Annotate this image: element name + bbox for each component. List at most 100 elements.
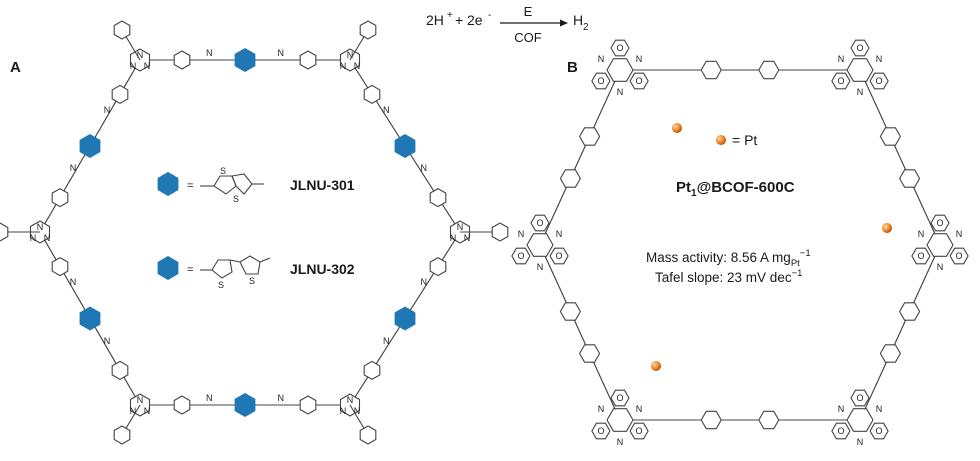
nitrogen-atom: N — [144, 61, 151, 71]
benzene-core — [926, 233, 954, 257]
catalyst-title-sub: 1 — [691, 188, 697, 199]
phenyl-ring — [173, 395, 191, 415]
oxygen-atom: O — [837, 76, 844, 86]
tafel-slope: Tafel slope: 23 mV dec−1 — [655, 268, 802, 285]
oxygen-atom: O — [597, 76, 604, 86]
mass-activity-sup: −1 — [800, 248, 811, 259]
oxazole-ring — [831, 72, 851, 90]
nitrogen-atom: N — [956, 229, 963, 239]
phenyl-ring — [429, 187, 447, 208]
oxygen-atom: O — [517, 251, 524, 261]
nitrogen-atom: N — [876, 54, 883, 64]
oxygen-atom: O — [616, 393, 623, 403]
nitrogen-atom: N — [518, 229, 525, 239]
terminal-phenyl — [359, 425, 377, 445]
oxygen-atom: O — [876, 76, 883, 86]
nitrogen-atom: N — [918, 229, 925, 239]
catalyst-title: Pt1@BCOF-600C — [676, 179, 795, 199]
biphenyl-ring — [578, 127, 601, 146]
sulfur-atom-2: S — [233, 194, 239, 204]
biphenyl-ring — [578, 344, 601, 363]
phenyl-ring — [429, 256, 447, 277]
nitrogen-atom: N — [537, 262, 544, 272]
oxazole-ring — [949, 247, 969, 265]
reactant-electrons: 2e — [467, 12, 483, 28]
imine-nitrogen: N — [70, 277, 77, 287]
bcof-framework-backbone — [539, 69, 941, 421]
oxygen-atom: O — [917, 251, 924, 261]
nitrogen-atom: N — [617, 87, 624, 97]
proton-charge: + — [447, 10, 453, 21]
oxygen-atom: O — [636, 76, 643, 86]
imine-nitrogen: N — [206, 393, 213, 403]
pt-single-atom — [651, 361, 661, 371]
biphenyl-ring — [879, 344, 902, 363]
benzene-core — [606, 408, 634, 432]
oxazole-ring — [511, 247, 531, 265]
legend-eq-1: = — [187, 180, 193, 192]
oxazole-ring — [591, 422, 611, 440]
biphenyl-ring — [758, 410, 780, 430]
oxygen-atom: O — [856, 43, 863, 53]
phenyl-ring — [51, 256, 69, 277]
nitrogen-atom: N — [464, 233, 471, 243]
pt-atom-legend-icon — [716, 135, 726, 145]
biphenyl-ring — [758, 60, 780, 80]
oxazole-ring — [850, 389, 870, 407]
nitrogen-atom: N — [636, 54, 643, 64]
blue-linker-hexagon — [234, 393, 256, 417]
oxygen-atom: O — [856, 393, 863, 403]
blue-linker-hexagon — [79, 306, 101, 331]
oxazole-ring — [911, 247, 931, 265]
benzene-core — [526, 233, 554, 257]
benzene-core — [846, 408, 874, 432]
panel-b-label: B — [567, 59, 578, 76]
oxygen-atom: O — [636, 426, 643, 436]
bcof-framework-outline — [539, 69, 941, 421]
nitrogen-atom: N — [617, 437, 624, 447]
oxygen-atom: O — [876, 426, 883, 436]
imine-nitrogen: N — [420, 277, 427, 287]
nitrogen-atom: N — [137, 395, 144, 405]
mass-activity: Mass activity: 8.56 A mgPt−1 — [646, 248, 811, 269]
linker-hex-legend-2 — [157, 256, 179, 280]
nitrogen-atom: N — [876, 404, 883, 414]
imine-nitrogen: N — [70, 163, 77, 173]
biphenyl-ring — [898, 169, 921, 188]
product-hydrogen: H — [573, 12, 583, 28]
oxazole-ring — [850, 39, 870, 57]
oxazole-ring — [530, 214, 550, 232]
product-subscript: 2 — [583, 22, 589, 33]
terminal-phenyl — [359, 20, 377, 40]
linker-hex-legend-1 — [157, 172, 179, 196]
catalyst-title-main: Pt — [676, 179, 691, 196]
terminal-phenyl — [491, 222, 509, 242]
nitrogen-atom: N — [354, 406, 361, 416]
oxazole-ring — [610, 389, 630, 407]
imine-nitrogen: N — [420, 163, 427, 173]
reaction-scheme: 2H + + 2e - E COF H 2 — [426, 4, 589, 45]
mass-activity-sub: Pt — [791, 258, 800, 269]
imine-nitrogen: N — [104, 105, 111, 115]
oxygen-atom: O — [556, 251, 563, 261]
nitrogen-atom: N — [556, 229, 563, 239]
phenyl-ring — [111, 84, 129, 105]
nitrogen-atom: N — [598, 54, 605, 64]
terminal-phenyl — [0, 222, 9, 242]
phenyl-ring — [299, 50, 317, 70]
panel-a-label: A — [10, 59, 21, 76]
oxazole-ring — [591, 72, 611, 90]
nitrogen-atom: N — [857, 437, 864, 447]
oxazole-ring — [930, 214, 950, 232]
legend-eq-2: = — [187, 264, 193, 276]
panel-b-info: = Pt Pt1@BCOF-600C Mass activity: 8.56 A… — [646, 132, 811, 285]
nitrogen-atom: N — [340, 61, 347, 71]
catalyst-title-rest: @BCOF-600C — [697, 179, 795, 196]
biphenyl-ring — [879, 127, 902, 146]
terminal-phenyl — [113, 20, 131, 40]
biphenyl-ring — [700, 410, 722, 430]
nitrogen-atom: N — [598, 404, 605, 414]
nitrogen-atom: N — [838, 404, 845, 414]
oxygen-atom: O — [616, 43, 623, 53]
